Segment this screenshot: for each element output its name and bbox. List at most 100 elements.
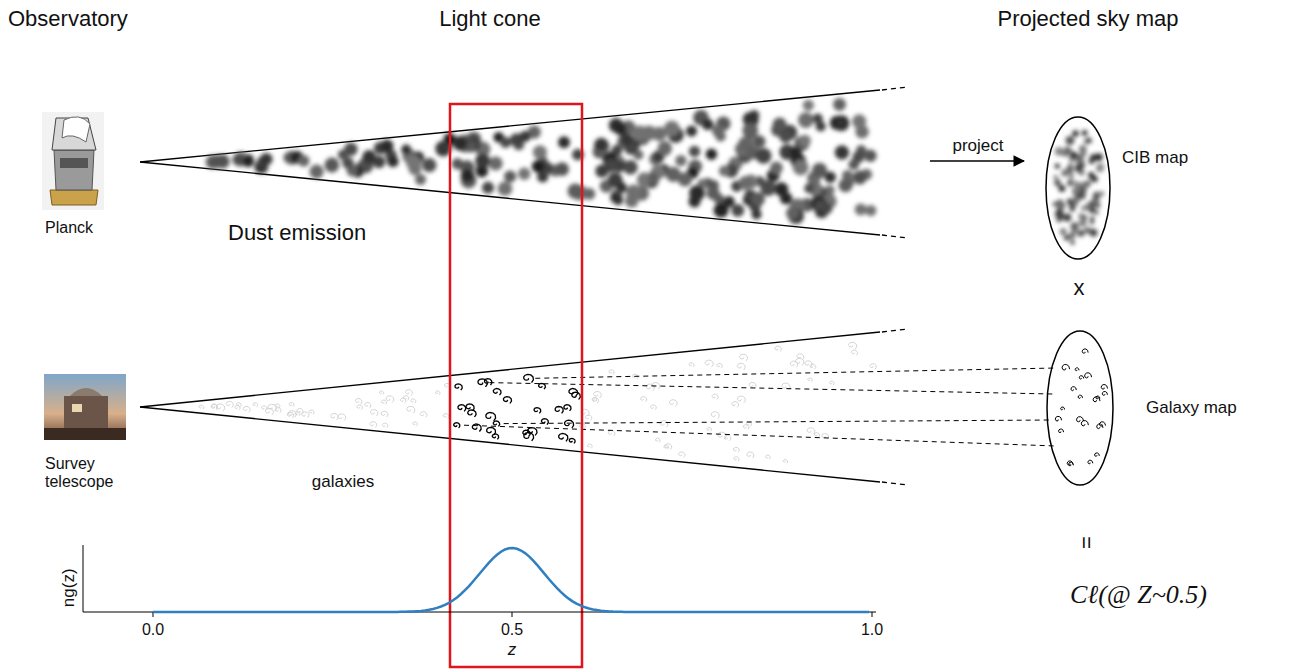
dust-blobs	[206, 98, 877, 224]
galaxy	[357, 405, 363, 410]
dust-blob	[342, 157, 354, 169]
text-label: Light cone	[439, 6, 541, 31]
dust-blob	[558, 136, 570, 148]
light-cone	[140, 87, 908, 238]
dust-blob	[613, 195, 623, 205]
dust-blob	[753, 135, 766, 148]
dust-blob	[401, 145, 411, 155]
dust-blob	[719, 166, 730, 177]
galaxy	[365, 403, 371, 408]
dust-blob	[594, 138, 608, 152]
text-label: Cℓ(@ Z~0.5)	[1070, 580, 1207, 610]
galaxy	[211, 404, 217, 409]
galaxy	[493, 389, 501, 396]
galaxy	[747, 422, 752, 426]
galaxy	[407, 406, 415, 413]
text-label: 0.0	[142, 621, 164, 639]
galaxy	[775, 346, 781, 352]
galaxy	[524, 433, 534, 441]
dust-blob	[803, 100, 814, 111]
dust-blob	[518, 168, 530, 180]
galaxy	[524, 374, 534, 382]
dust-blob	[853, 171, 867, 185]
galaxy	[849, 342, 857, 349]
galaxy	[790, 361, 797, 367]
text-label: Survey telescope	[45, 455, 125, 492]
galaxy	[458, 405, 466, 412]
planck-icon	[42, 112, 104, 210]
dust-blob	[344, 143, 357, 156]
leader-lines	[464, 368, 1057, 446]
dust-blob	[595, 164, 608, 177]
dust-blob	[453, 136, 468, 151]
galaxy	[262, 406, 267, 411]
galaxy	[386, 396, 394, 403]
dust-blob	[422, 158, 436, 172]
dust-blob	[770, 161, 783, 174]
galaxy	[485, 379, 492, 385]
project-arrow	[930, 160, 1024, 161]
dust-blob	[689, 195, 701, 207]
dust-blob	[855, 204, 867, 216]
galaxy	[371, 410, 379, 417]
dust-blob	[852, 114, 866, 128]
galaxy	[733, 447, 739, 452]
galaxy	[411, 399, 416, 403]
dust-blob	[811, 196, 827, 212]
galaxy	[243, 406, 250, 412]
galaxy	[454, 423, 460, 428]
galaxy	[711, 412, 719, 419]
text-label: x	[1074, 275, 1085, 300]
dust-blob	[298, 155, 310, 167]
dust-blob	[614, 123, 627, 136]
dust-blob	[555, 162, 569, 176]
galaxy	[370, 422, 377, 428]
galaxy	[382, 423, 388, 428]
galaxy	[331, 414, 338, 420]
leader-line	[504, 420, 1053, 424]
galaxy	[420, 412, 427, 418]
galaxy	[302, 412, 309, 418]
dust-blob	[406, 155, 421, 170]
dust-blob	[500, 137, 511, 148]
galaxy	[564, 405, 571, 411]
galaxy	[664, 445, 669, 449]
galaxy	[528, 428, 537, 436]
galaxy	[656, 438, 661, 442]
dust-blob	[642, 126, 657, 141]
redshift-box	[450, 104, 582, 667]
dust-blob	[816, 121, 826, 131]
dust-blob	[533, 145, 547, 159]
dust-blob	[504, 170, 516, 182]
galaxy	[808, 378, 812, 382]
dust-blob	[325, 158, 340, 173]
galaxy	[608, 430, 615, 436]
ellipse-outline	[1045, 116, 1111, 260]
dust-blob	[362, 150, 376, 164]
text-label: Dust emission	[228, 220, 366, 245]
galaxy	[443, 414, 449, 419]
dust-blob	[520, 131, 531, 142]
galaxy	[717, 363, 723, 368]
galaxy	[555, 407, 563, 414]
galaxy	[486, 413, 496, 421]
dust-blob	[773, 117, 787, 131]
dust-blob	[756, 148, 772, 164]
dust-blob	[804, 183, 814, 193]
dust-blob	[415, 174, 426, 185]
dust-blob	[407, 155, 421, 169]
galaxy	[749, 382, 756, 388]
galaxy	[734, 457, 739, 461]
dust-blob	[233, 154, 244, 165]
dust-blob	[648, 174, 658, 184]
dust-blob	[786, 206, 799, 219]
dust-blob	[865, 205, 876, 216]
dust-blob	[798, 112, 814, 128]
telescope-icon	[44, 374, 126, 440]
dust-blob	[836, 118, 847, 129]
galaxy	[852, 350, 858, 355]
galaxy	[406, 390, 413, 396]
dust-blob	[839, 179, 853, 193]
dust-blob	[712, 124, 725, 137]
dust-blob	[584, 188, 596, 200]
